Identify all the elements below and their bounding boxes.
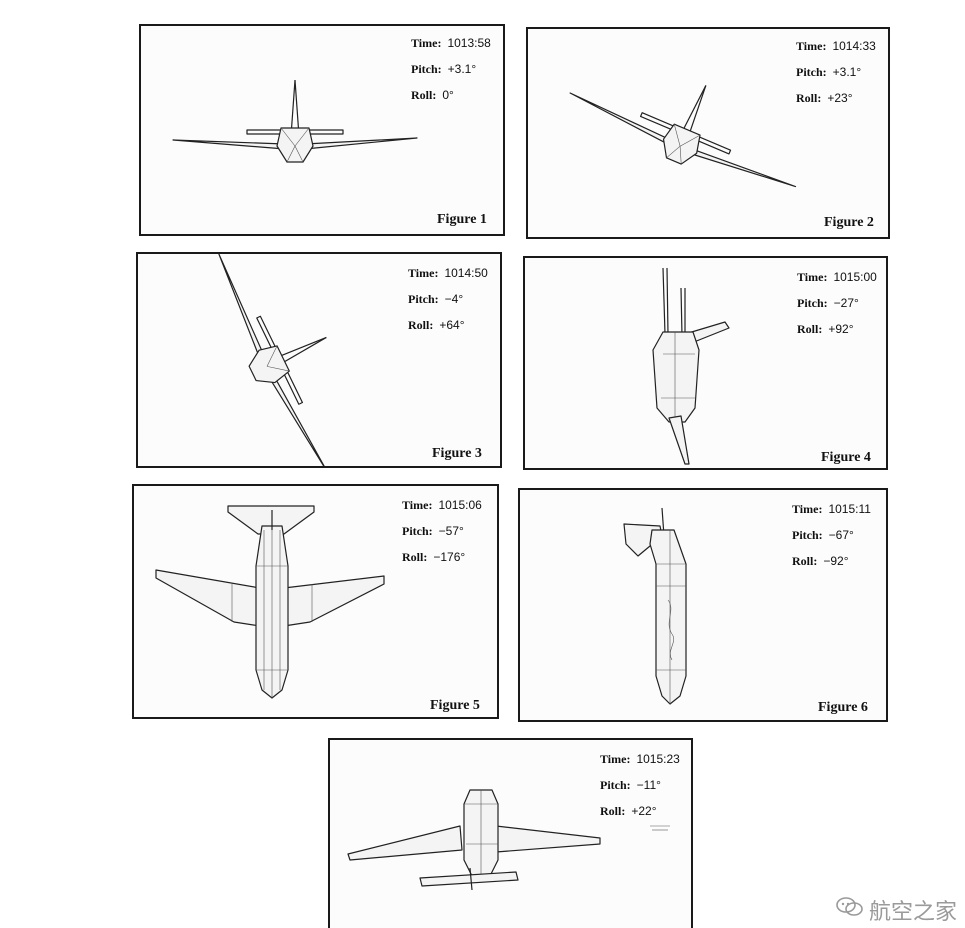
pitch-label: Pitch: [408,292,439,306]
roll-value: +23° [827,91,853,105]
pitch-label: Pitch: [411,62,442,76]
roll-label: Roll: [600,804,626,818]
flight-data-readout: Time: 1015:11 Pitch: −67° Roll: −92° [792,496,871,574]
time-label: Time: [408,266,439,280]
pitch-label: Pitch: [402,524,433,538]
roll-label: Roll: [797,322,823,336]
flight-data-readout: Time: 1014:33 Pitch: +3.1° Roll: +23° [796,33,876,111]
aircraft-drawing [155,505,385,699]
flight-data-readout: Time: 1015:00 Pitch: −27° Roll: +92° [797,264,877,342]
figure-panel-5: Time: 1015:06 Pitch: −57° Roll: −176° Figur… [132,484,499,719]
time-label: Time: [402,498,433,512]
roll-label: Roll: [402,550,428,564]
roll-label: Roll: [408,318,434,332]
pitch-label: Pitch: [796,65,827,79]
pitch-label: Pitch: [797,296,828,310]
watermark: 航空之家 [835,894,957,926]
roll-value: +92° [828,322,854,336]
aircraft-drawing [652,267,730,465]
roll-label: Roll: [796,91,822,105]
time-value: 1014:33 [832,39,876,53]
figure-panel-3: Time: 1014:50 Pitch: −4° Roll: +64° Figure … [136,252,502,468]
figure-panel-2: Time: 1014:33 Pitch: +3.1° Roll: +23° Figur… [526,27,890,239]
figure-caption: Figure 1 [437,212,487,227]
figure-panel-1: Time: 1013:58 Pitch: +3.1° Roll: 0° Figure … [139,24,505,236]
pitch-value: +3.1° [447,62,477,76]
pitch-label: Pitch: [600,778,631,792]
time-label: Time: [600,752,631,766]
roll-value: 0° [442,88,454,102]
time-value: 1014:50 [444,266,488,280]
pitch-value: −57° [438,524,464,538]
pitch-value: −4° [444,292,464,306]
pitch-value: −67° [828,528,854,542]
figure-panel-7: Time: 1015:23 Pitch: −11° Roll: +22° [328,738,693,928]
pitch-value: −27° [833,296,859,310]
roll-value: +64° [439,318,465,332]
figure-caption: Figure 3 [432,446,482,461]
time-value: 1015:11 [828,502,871,516]
pitch-label: Pitch: [792,528,823,542]
figure-caption: Figure 5 [430,698,480,713]
roll-value: −176° [433,550,466,564]
time-value: 1013:58 [447,36,491,50]
flight-data-readout: Time: 1015:06 Pitch: −57° Roll: −176° [402,492,482,570]
roll-value: −92° [823,554,849,568]
aircraft-drawing [218,254,329,466]
aircraft-drawing [347,789,670,891]
pitch-value: +3.1° [832,65,862,79]
roll-value: +22° [631,804,657,818]
wechat-icon [835,896,865,924]
pitch-value: −11° [636,778,661,792]
time-label: Time: [792,502,823,516]
time-label: Time: [796,39,827,53]
roll-label: Roll: [411,88,437,102]
watermark-text: 航空之家 [868,900,957,925]
flight-data-readout: Time: 1014:50 Pitch: −4° Roll: +64° [408,260,488,338]
aircraft-drawing [569,85,797,188]
time-label: Time: [411,36,442,50]
flight-data-readout: Time: 1013:58 Pitch: +3.1° Roll: 0° [411,30,491,108]
time-value: 1015:23 [636,752,680,766]
figure-panel-6: Time: 1015:11 Pitch: −67° Roll: −92° Figure… [518,488,888,722]
time-label: Time: [797,270,828,284]
figure-caption: Figure 6 [818,700,868,715]
flight-data-readout: Time: 1015:23 Pitch: −11° Roll: +22° [600,746,680,824]
time-value: 1015:00 [833,270,877,284]
figure-panel-4: Time: 1015:00 Pitch: −27° Roll: +92° Figure… [523,256,888,470]
aircraft-drawing [623,507,687,705]
figure-caption: Figure 2 [824,215,874,230]
roll-label: Roll: [792,554,818,568]
figure-caption: Figure 4 [821,450,871,465]
time-value: 1015:06 [438,498,482,512]
aircraft-drawing [172,79,418,163]
